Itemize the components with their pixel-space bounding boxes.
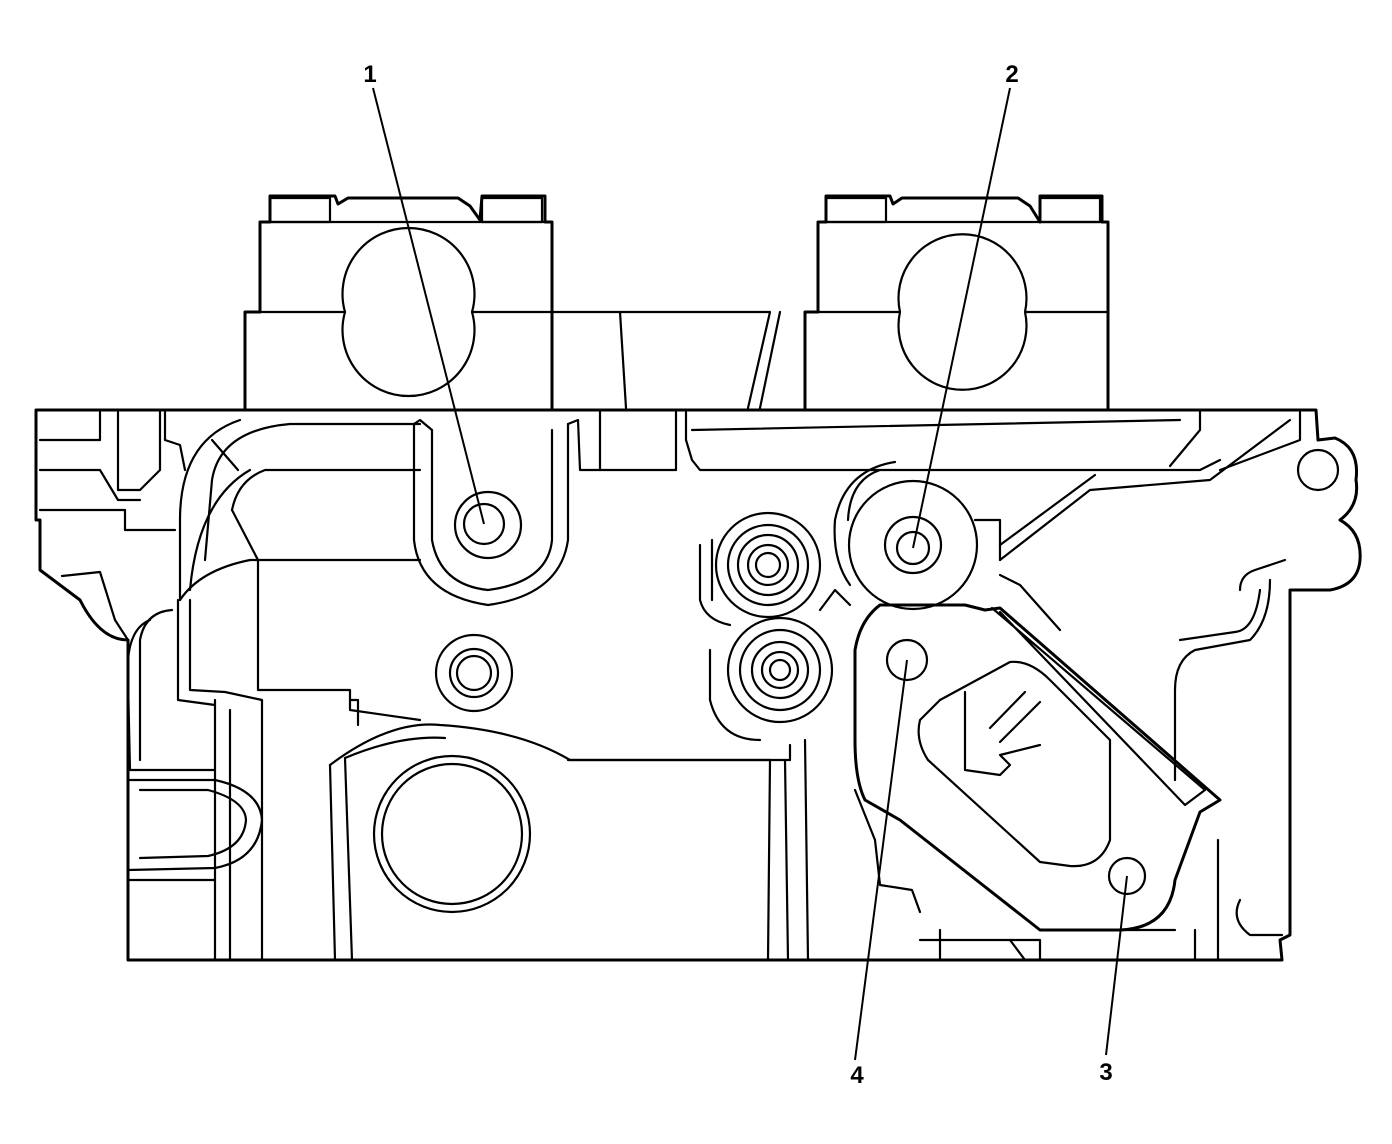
callout-label-1: 1: [363, 61, 376, 88]
head-top-deck: [550, 310, 782, 410]
lower-double-boss: [708, 588, 852, 742]
port-2-boss: [833, 460, 1002, 611]
left-water-jacket: [126, 418, 422, 962]
callout-label-2: 2: [1005, 61, 1018, 88]
small-left-boss: [434, 633, 514, 713]
camshaft-bearing-cap-right: [803, 194, 1110, 410]
callout-label-3: 3: [1099, 1059, 1112, 1086]
right-cover-plate: [853, 603, 1222, 932]
upper-double-boss: [698, 511, 822, 627]
leader-line-2: [912, 87, 1011, 549]
right-side-structure: [918, 418, 1340, 962]
leader-line-4: [854, 659, 908, 1061]
center-rib: [598, 410, 1302, 472]
callout-leaders: [372, 87, 1128, 1061]
camshaft-bearing-cap-left: [243, 194, 554, 410]
port-1-boss: [412, 418, 602, 607]
leader-line-1: [372, 87, 485, 525]
lower-bore-section: [328, 698, 810, 962]
leader-line-3: [1105, 875, 1128, 1056]
callout-label-4: 4: [850, 1062, 864, 1089]
cylinder-head-body: [34, 408, 1362, 962]
